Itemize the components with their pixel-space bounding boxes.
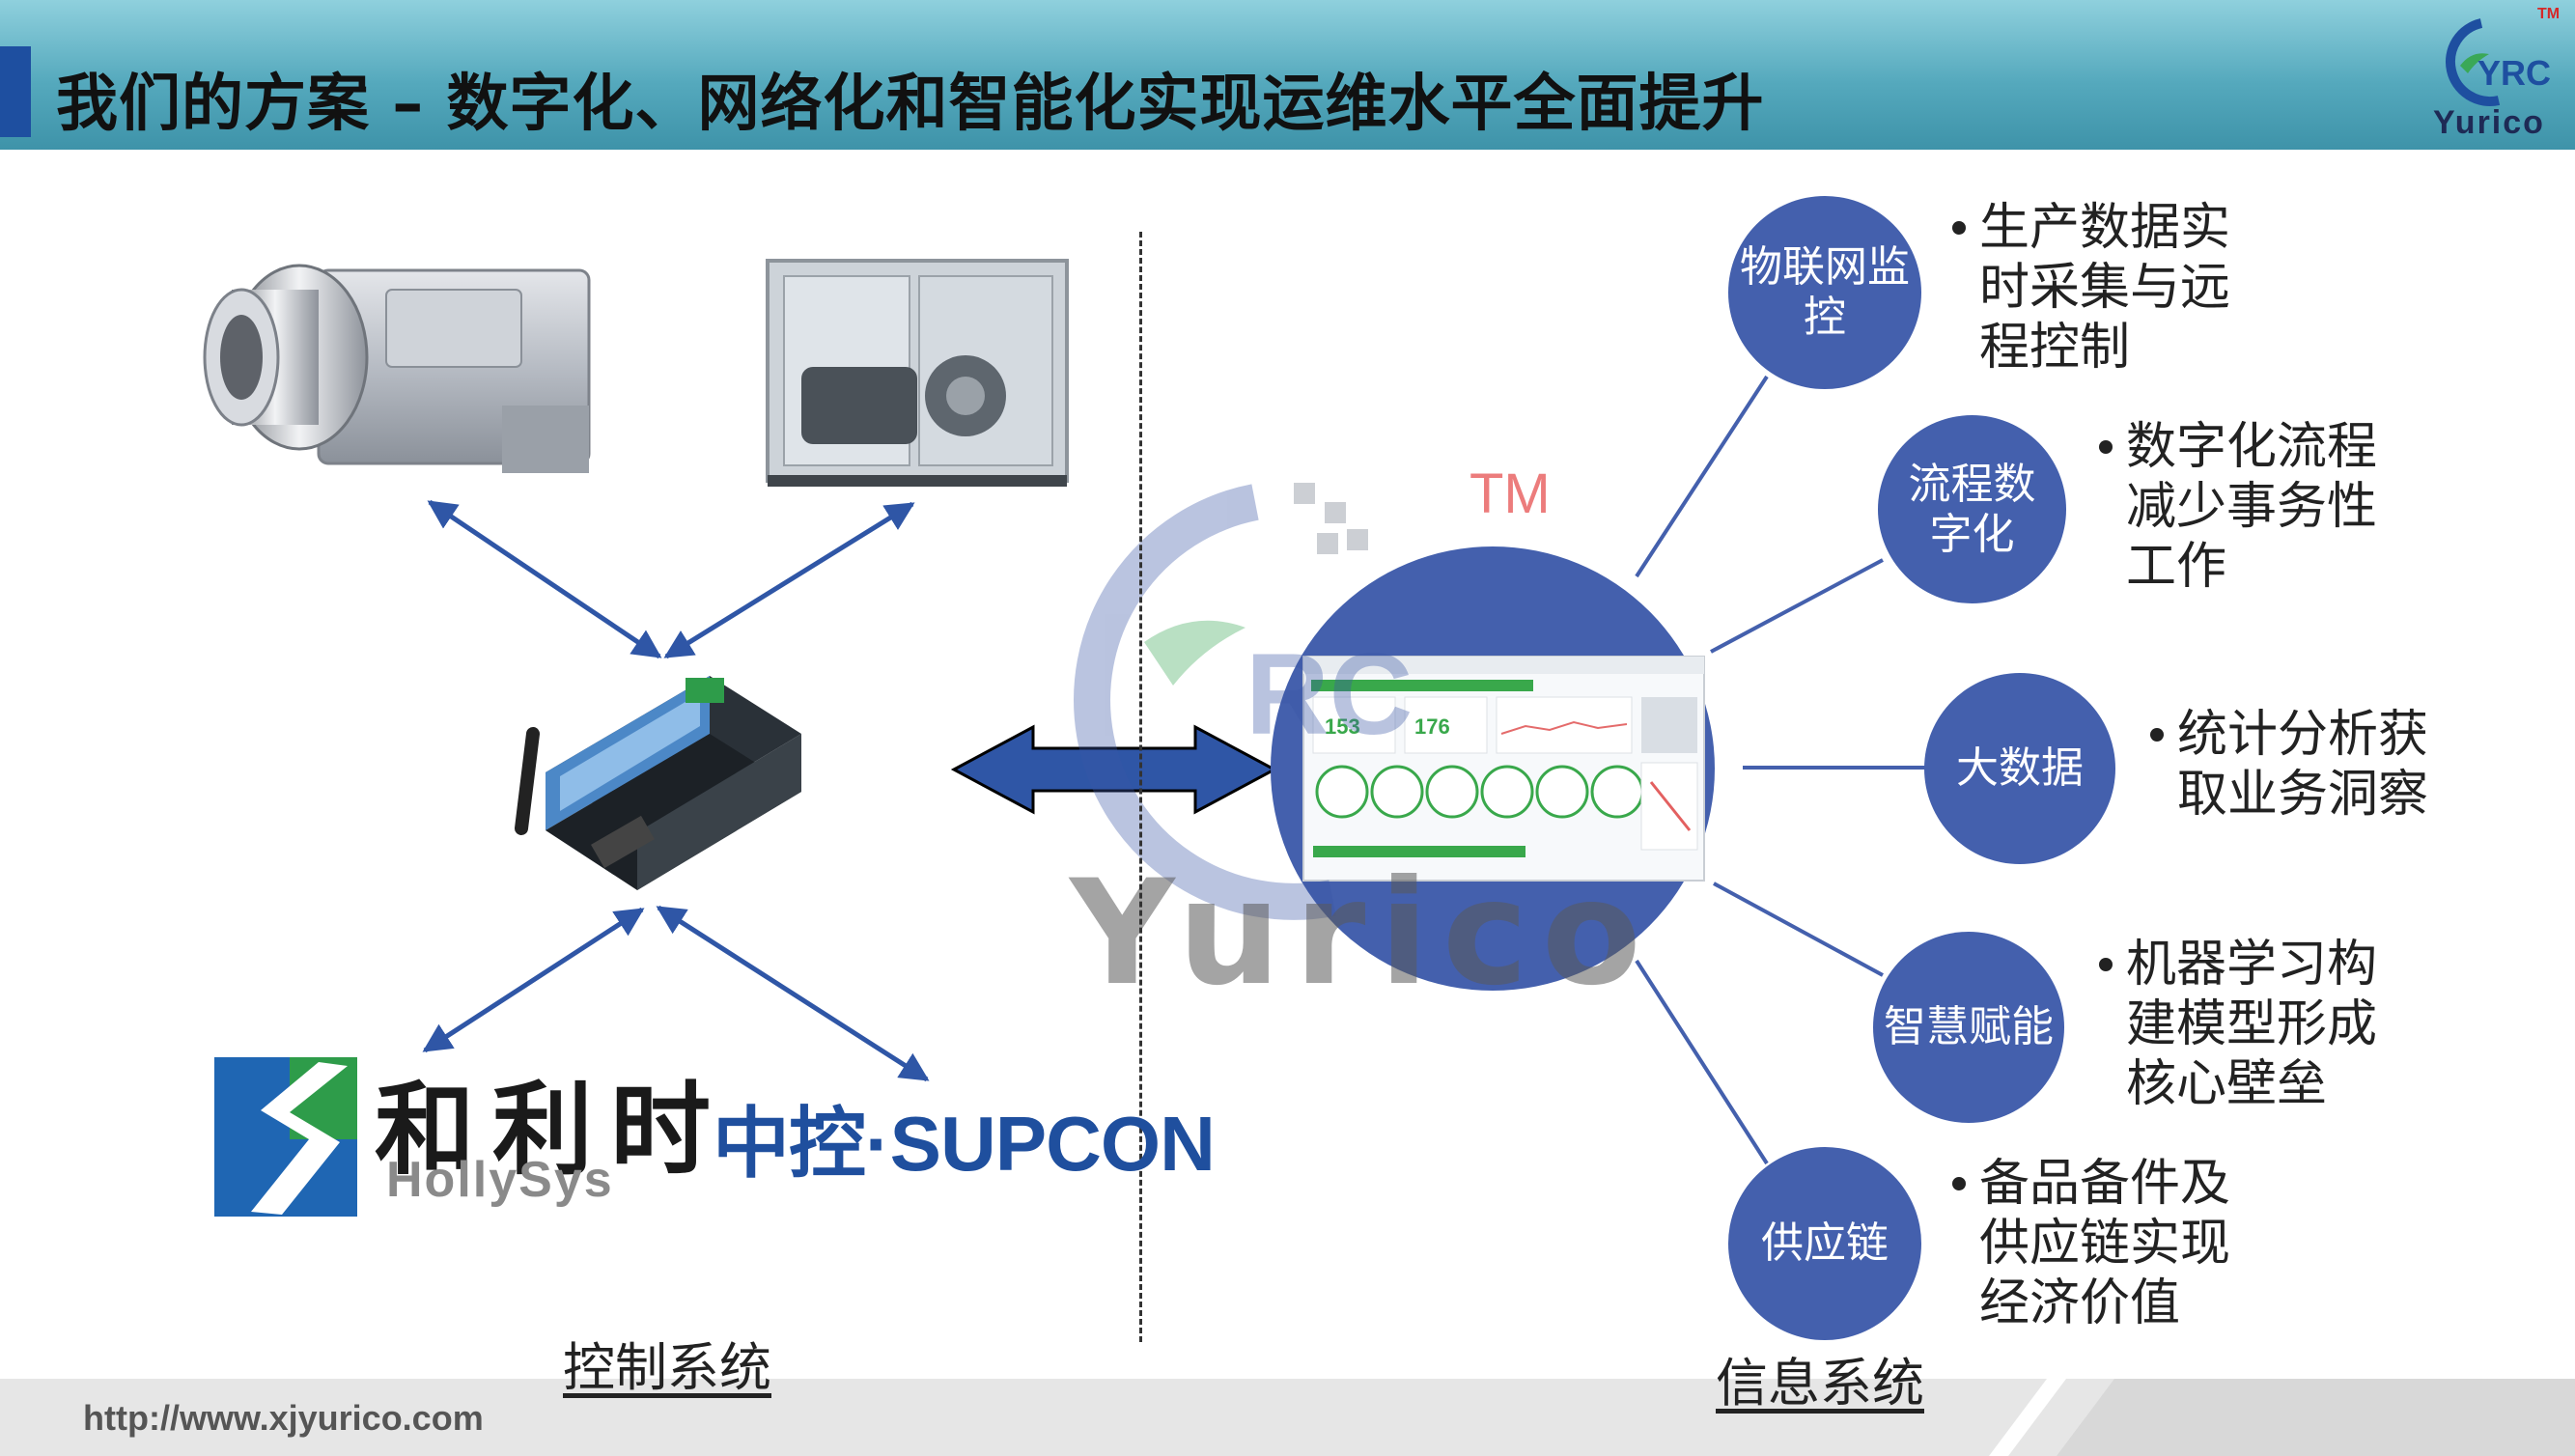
connection-arrows bbox=[422, 499, 930, 1082]
bullet-supply-chain: 备品备件及供应链实现经济价值 bbox=[1952, 1154, 2259, 1333]
hollysys-english-name: HollySys bbox=[386, 1152, 614, 1208]
bullet-smart-empowerment: 机器学习构建模型形成核心壁垒 bbox=[2099, 935, 2406, 1114]
bullet-dot-icon bbox=[1952, 1177, 1966, 1190]
bullet-big-data: 统计分析获取业务洞察 bbox=[2150, 705, 2457, 825]
section-divider bbox=[1139, 232, 1142, 1342]
bubble-process-digitization: 流程数字化 bbox=[1878, 415, 2066, 603]
logo-letters: YRC bbox=[2477, 53, 2551, 93]
dashboard-value-right: 176 bbox=[1414, 714, 1450, 739]
bullet-dot-icon bbox=[2099, 958, 2113, 971]
svg-text:RC: RC bbox=[1246, 630, 1413, 759]
burner-machine-image bbox=[203, 264, 591, 473]
logo-brand-text: Yurico bbox=[2433, 104, 2545, 141]
bubble-iot-monitoring: 物联网监控 bbox=[1728, 196, 1921, 389]
bullet-dot-icon bbox=[2099, 440, 2113, 454]
bubble-smart-empowerment: 智慧赋能 bbox=[1873, 932, 2064, 1123]
bullet-iot-monitoring: 生产数据实时采集与远程控制 bbox=[1952, 198, 2259, 378]
watermark-tm: TM bbox=[1469, 462, 1551, 525]
logo-tm: TM bbox=[2537, 6, 2561, 22]
bullet-dot-icon bbox=[2150, 728, 2164, 742]
header-bar bbox=[0, 0, 2575, 150]
header-accent bbox=[0, 46, 31, 137]
bullet-dot-icon bbox=[1952, 221, 1966, 235]
hollysys-chinese-name: 和利时 bbox=[375, 1070, 729, 1189]
footer-url[interactable]: http://www.xjyurico.com bbox=[83, 1398, 484, 1438]
bubble-big-data: 大数据 bbox=[1924, 673, 2115, 864]
compressor-cabinet-image bbox=[766, 259, 1069, 487]
information-system-label: 信息系统 bbox=[1716, 1353, 1924, 1414]
feature-connectors bbox=[1635, 375, 1926, 1165]
control-system-label: 控制系统 bbox=[563, 1337, 771, 1398]
yurico-logo-icon: YRC bbox=[2446, 18, 2551, 106]
watermark-text: Yurico bbox=[1070, 850, 1655, 1018]
hollysys-logo-icon bbox=[214, 1057, 357, 1217]
supcon-logo-text: 中控·SUPCON bbox=[713, 1101, 1216, 1187]
footer-decoration bbox=[1989, 1379, 2575, 1456]
information-system-circle: 153 176 bbox=[1271, 546, 1715, 991]
bubble-supply-chain: 供应链 bbox=[1728, 1147, 1921, 1340]
bullet-process-digitization: 数字化流程减少事务性工作 bbox=[2099, 417, 2406, 597]
iot-gateway-image bbox=[515, 676, 801, 890]
yurico-watermark-icon: RC bbox=[1074, 483, 1413, 920]
page-title: 我们的方案 – 数字化、网络化和智能化实现运维水平全面提升 bbox=[56, 69, 1765, 140]
dashboard-value-left: 153 bbox=[1325, 714, 1360, 739]
